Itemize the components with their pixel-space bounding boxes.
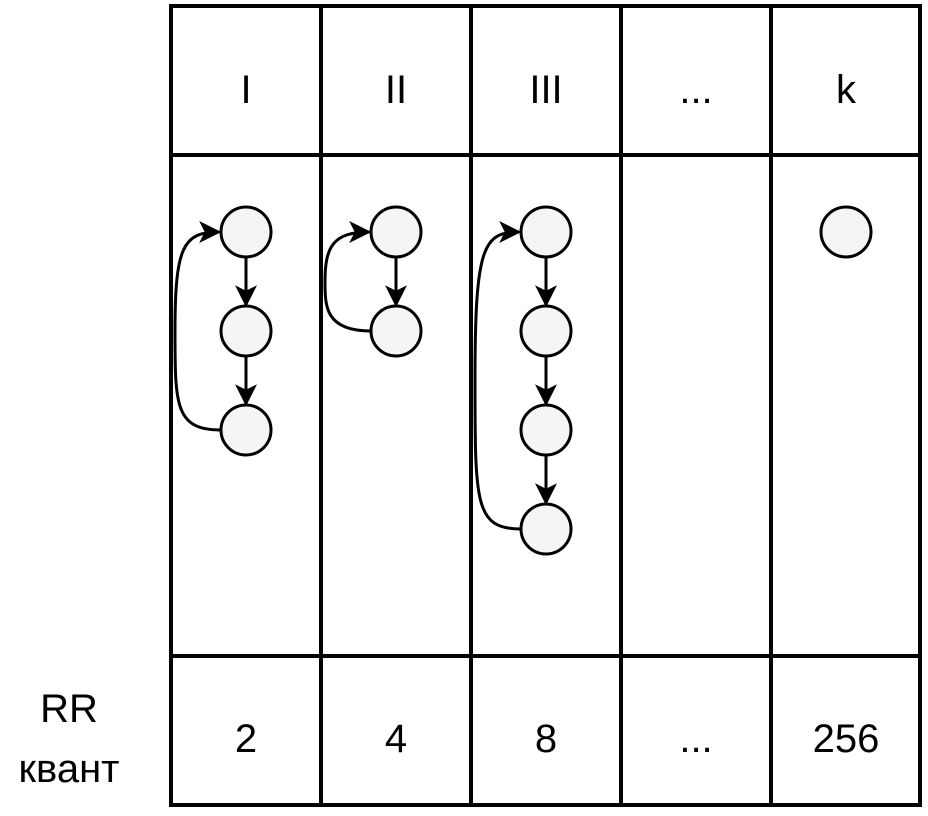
level-header-3: III xyxy=(529,68,562,112)
process-node xyxy=(219,304,273,358)
process-node xyxy=(519,304,573,358)
quantum-value-3: 8 xyxy=(535,717,557,761)
loop-back-arrow xyxy=(173,221,222,432)
process-node xyxy=(369,304,423,358)
process-node xyxy=(219,205,273,259)
table-border xyxy=(169,4,922,807)
level-header-2: II xyxy=(385,68,407,112)
process-node xyxy=(519,205,573,259)
loop-back-arrow xyxy=(473,221,522,531)
process-node xyxy=(219,403,273,457)
row-label-line1: RR xyxy=(40,687,98,731)
quantum-values: 2 4 8 ... 256 xyxy=(235,717,880,761)
row-label-line2: квант xyxy=(19,747,120,791)
queue-level-5 xyxy=(819,205,873,259)
queue-level-3 xyxy=(473,205,573,556)
process-node xyxy=(519,403,573,457)
table-grid xyxy=(169,4,922,807)
process-node xyxy=(369,205,423,259)
level-header-5: k xyxy=(836,68,857,112)
queue-level-2 xyxy=(323,205,423,358)
level-header-4: ... xyxy=(679,68,712,112)
process-node xyxy=(519,502,573,556)
process-queues xyxy=(173,205,873,556)
quantum-value-2: 4 xyxy=(385,717,407,761)
quantum-value-4: ... xyxy=(679,717,712,761)
level-header-1: I xyxy=(240,68,251,112)
level-headers: I II III ... k xyxy=(240,68,857,112)
quantum-value-1: 2 xyxy=(235,717,257,761)
quantum-value-5: 256 xyxy=(813,717,880,761)
row-label: RR квант xyxy=(19,687,120,791)
loop-back-arrow xyxy=(323,221,372,333)
process-node xyxy=(819,205,873,259)
queue-level-1 xyxy=(173,205,273,457)
